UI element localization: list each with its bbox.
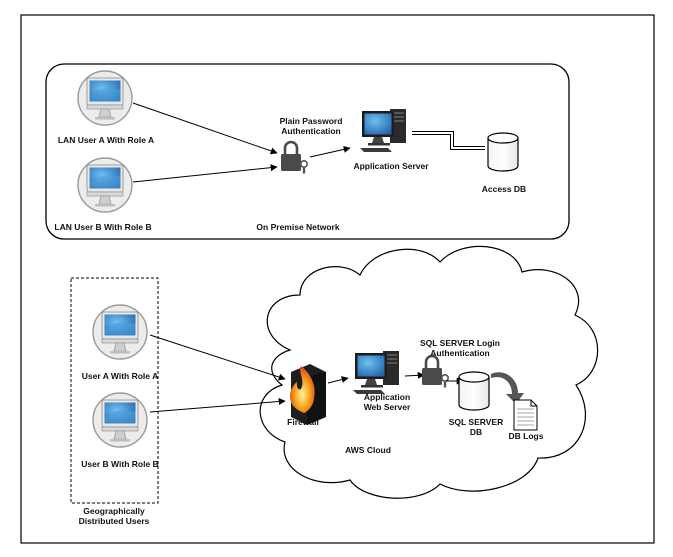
connector-user-a-to-auth [132, 102, 278, 155]
on-premise-network-boundary [45, 63, 570, 240]
firewall-label: Firewall [287, 417, 319, 427]
sql-auth-label-line2: Authentication [430, 348, 490, 358]
access-db-icon [487, 132, 519, 172]
connector-user-b-to-auth [132, 164, 278, 183]
connector-server-to-db-outer [412, 131, 485, 150]
sql-db-label-line1: SQL SERVER [449, 417, 503, 427]
connector-auth-to-server [309, 145, 351, 158]
lan-user-b-monitor-icon [77, 157, 133, 213]
application-server-icon [360, 109, 406, 152]
firewall-icon [289, 364, 326, 425]
user-a-monitor-icon [92, 304, 148, 360]
user-b-label: User B With Role B [81, 459, 158, 469]
group-label-line2: Distributed Users [79, 516, 150, 526]
page-frame [20, 14, 655, 544]
group-label-line1: Geographically [83, 506, 145, 516]
lan-user-a-label: LAN User A With Role A [58, 135, 154, 145]
db-logs-arrow-icon [491, 372, 524, 404]
aws-cloud-title: AWS Cloud [345, 445, 391, 455]
web-server-label-line1: Application [364, 392, 410, 402]
connector-user-b-to-firewall [149, 398, 286, 413]
sql-db-label-line2: DB [470, 427, 482, 437]
plain-password-label-line1: Plain Password [280, 116, 343, 126]
document-icon [513, 399, 538, 431]
connector-webserver-to-auth [404, 371, 425, 379]
application-server-label: Application Server [353, 161, 429, 171]
on-premise-network-title: On Premise Network [256, 222, 339, 232]
access-db-label: Access DB [482, 184, 526, 194]
connector-user-a-to-firewall [149, 334, 286, 381]
connector-firewall-to-webserver [327, 376, 349, 384]
db-logs-label: DB Logs [509, 431, 544, 441]
geographically-distributed-users-group [70, 277, 159, 504]
plain-password-lock-icon [279, 140, 309, 175]
lan-user-a-monitor-icon [77, 70, 133, 126]
lan-user-b-label: LAN User B With Role B [54, 222, 151, 232]
plain-password-label-line2: Authentication [281, 126, 341, 136]
connector-server-to-db-inner [412, 132, 485, 149]
sql-auth-label-line1: SQL SERVER Login [420, 338, 500, 348]
user-b-monitor-icon [92, 392, 148, 448]
user-a-label: User A With Role A [82, 371, 158, 381]
web-server-label-line2: Web Server [364, 402, 411, 412]
sql-server-db-icon [458, 371, 490, 411]
